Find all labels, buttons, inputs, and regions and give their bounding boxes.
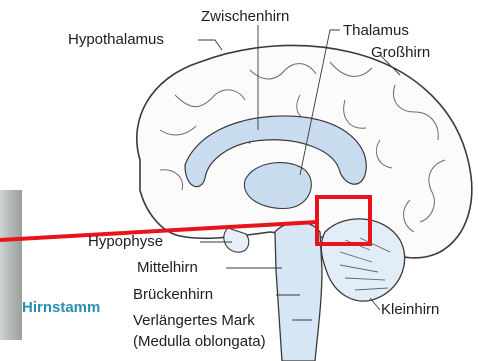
label-hirnstamm: Hirnstamm	[22, 299, 100, 317]
label-thalamus: Thalamus	[343, 22, 409, 40]
label-medulla-oblongata: (Medulla oblongata)	[133, 333, 266, 351]
cerebellum	[321, 219, 404, 301]
brainstem	[275, 222, 322, 361]
label-kleinhirn: Kleinhirn	[381, 301, 439, 319]
label-verlaengertes-mark: Verlängertes Mark	[133, 312, 255, 330]
label-brueckenhirn: Brückenhirn	[133, 286, 213, 304]
label-zwischenhirn: Zwischenhirn	[201, 8, 289, 26]
label-hypothalamus: Hypothalamus	[68, 31, 164, 49]
label-grosshirn: Großhirn	[371, 44, 430, 62]
label-hypophyse: Hypophyse	[88, 233, 163, 251]
label-mittelhirn: Mittelhirn	[137, 259, 198, 277]
